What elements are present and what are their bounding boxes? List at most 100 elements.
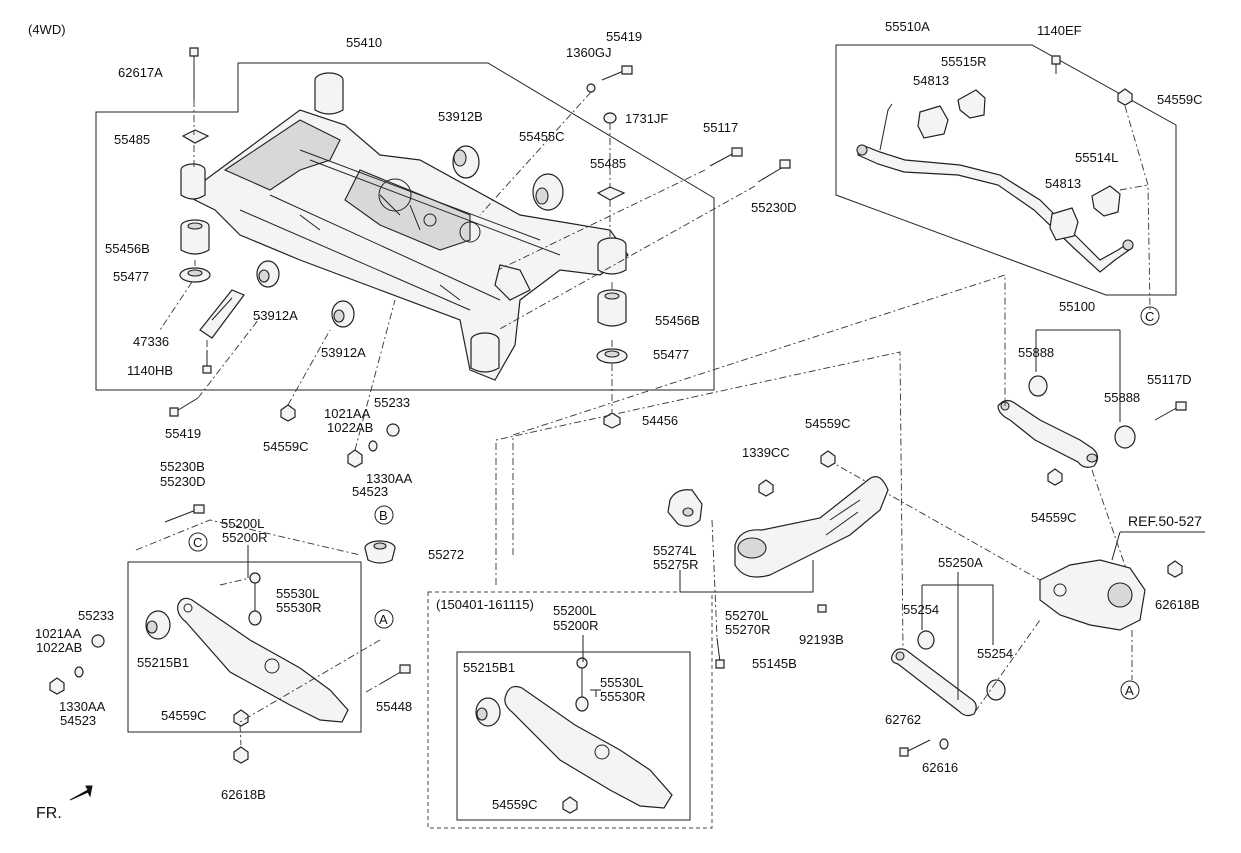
nut-54456 bbox=[603, 412, 621, 429]
label-55200r-b: 55200R bbox=[553, 618, 599, 633]
nut-54559c-right bbox=[1047, 468, 1063, 486]
washer-55485-right bbox=[596, 186, 626, 201]
label-55200l-a: 55200L bbox=[221, 516, 264, 531]
label-55215b1-a: 55215B1 bbox=[137, 655, 189, 670]
bushing-54813-bottom bbox=[1049, 207, 1079, 241]
label-54559c-bottom: 54559C bbox=[492, 797, 538, 812]
stabilizer-group-frame bbox=[835, 44, 1177, 296]
label-55419-bottom: 55419 bbox=[165, 426, 201, 441]
label-55419-top: 55419 bbox=[606, 29, 642, 44]
label-92193b: 92193B bbox=[799, 632, 844, 647]
label-55530r-a: 55530R bbox=[276, 600, 322, 615]
label-55514l: 55514L bbox=[1075, 150, 1118, 165]
bolt-55145b bbox=[715, 637, 725, 669]
bushing-53912a-2 bbox=[331, 300, 355, 328]
label-54456: 54456 bbox=[642, 413, 678, 428]
nut-62618b-right bbox=[1167, 560, 1183, 578]
label-55410: 55410 bbox=[346, 35, 382, 50]
lower-arm-55200-alt bbox=[504, 685, 673, 809]
label-1022ab-left: 1022AB bbox=[36, 640, 82, 655]
label-55448: 55448 bbox=[376, 699, 412, 714]
label-55250a: 55250A bbox=[938, 555, 983, 570]
label-1022ab-mid: 1022AB bbox=[327, 420, 373, 435]
label-47336: 47336 bbox=[133, 334, 169, 349]
variant-label: (4WD) bbox=[28, 22, 66, 37]
label-62762: 62762 bbox=[885, 712, 921, 727]
label-53912a-2: 53912A bbox=[321, 345, 366, 360]
label-54523-mid: 54523 bbox=[352, 484, 388, 499]
label-1021aa-left: 1021AA bbox=[35, 626, 82, 641]
bracket-55514l bbox=[1091, 185, 1121, 217]
bushing-55455c bbox=[532, 173, 564, 211]
nut-54559c-mid bbox=[280, 404, 296, 422]
crossmember-group-frame bbox=[95, 62, 715, 391]
bushing-55215b1-b bbox=[475, 697, 501, 727]
marker-c-left-letter: C bbox=[193, 535, 202, 550]
washer-1360gj bbox=[586, 83, 596, 93]
label-54559c-mid: 54559C bbox=[263, 439, 309, 454]
washer-62616 bbox=[939, 738, 949, 750]
marker-b-letter: B bbox=[379, 508, 388, 523]
bolt-1140ef bbox=[1051, 55, 1061, 74]
marker-a-right: A bbox=[1120, 680, 1140, 700]
label-55274l: 55274L bbox=[653, 543, 696, 558]
bolt-62617a bbox=[189, 47, 199, 100]
nut-54559c-bottom bbox=[562, 796, 578, 814]
label-55485-left: 55485 bbox=[114, 132, 150, 147]
marker-c-right: C bbox=[1140, 306, 1160, 326]
bolt-1140hb bbox=[202, 350, 212, 374]
label-55530l-b: 55530L bbox=[600, 675, 643, 690]
label-ref-50-527: REF.50-527 bbox=[1128, 513, 1202, 529]
label-54813-top: 54813 bbox=[913, 73, 949, 88]
front-direction-arrow-icon bbox=[69, 785, 93, 801]
label-1021aa-mid: 1021AA bbox=[324, 406, 371, 421]
marker-a-left: A bbox=[374, 609, 394, 629]
label-55515r: 55515R bbox=[941, 54, 987, 69]
nut-54559c-top-right bbox=[1117, 88, 1133, 106]
bolt-55419-bottom bbox=[169, 397, 199, 417]
bushing-53912b bbox=[452, 145, 480, 179]
nut-54559c-center bbox=[820, 450, 836, 468]
crossmember-assembly bbox=[180, 72, 629, 381]
label-1330aa-mid: 1330AA bbox=[366, 471, 413, 486]
washer-1330aa-left bbox=[74, 666, 84, 678]
marker-a-right-letter: A bbox=[1125, 683, 1134, 698]
marker-c-right-letter: C bbox=[1145, 309, 1154, 324]
label-53912a-1: 53912A bbox=[253, 308, 298, 323]
nut-1021aa-left bbox=[49, 677, 65, 695]
bushing-55254-a bbox=[917, 630, 935, 650]
label-55254-b: 55254 bbox=[977, 646, 1013, 661]
lower-arm-55200 bbox=[177, 597, 349, 723]
label-55254-a: 55254 bbox=[903, 602, 939, 617]
label-55477-right: 55477 bbox=[653, 347, 689, 362]
label-55200l-b: 55200L bbox=[553, 603, 596, 618]
label-1360gj: 1360GJ bbox=[566, 45, 612, 60]
bushing-55456b-left bbox=[180, 219, 210, 255]
label-54813-bottom: 54813 bbox=[1045, 176, 1081, 191]
label-55233-left: 55233 bbox=[78, 608, 114, 623]
label-55230d-bottom: 55230D bbox=[160, 474, 206, 489]
label-55270l: 55270L bbox=[725, 608, 768, 623]
bolt-55230b bbox=[164, 504, 205, 523]
label-54559c-left: 54559C bbox=[161, 708, 207, 723]
marker-b: B bbox=[374, 505, 394, 525]
label-62616: 62616 bbox=[922, 760, 958, 775]
bolt-55230d-top bbox=[757, 159, 791, 183]
label-55888-a: 55888 bbox=[1018, 345, 1054, 360]
bolt-92193b bbox=[817, 604, 827, 613]
label-1339cc: 1339CC bbox=[742, 445, 790, 460]
label-1140ef: 1140EF bbox=[1037, 23, 1082, 38]
washer-55233-left bbox=[91, 634, 105, 648]
mount-55272 bbox=[364, 540, 396, 564]
bushing-55456b-right bbox=[597, 289, 627, 327]
upper-arm-55100 bbox=[997, 399, 1099, 468]
label-53912b: 53912B bbox=[438, 109, 483, 124]
label-55888-b: 55888 bbox=[1104, 390, 1140, 405]
label-62618b-right: 62618B bbox=[1155, 597, 1200, 612]
bracket-55515r bbox=[957, 89, 986, 119]
label-55477-left: 55477 bbox=[113, 269, 149, 284]
bushing-55888-a bbox=[1028, 375, 1048, 397]
label-54559c-top-right: 54559C bbox=[1157, 92, 1203, 107]
label-55233-mid: 55233 bbox=[374, 395, 410, 410]
